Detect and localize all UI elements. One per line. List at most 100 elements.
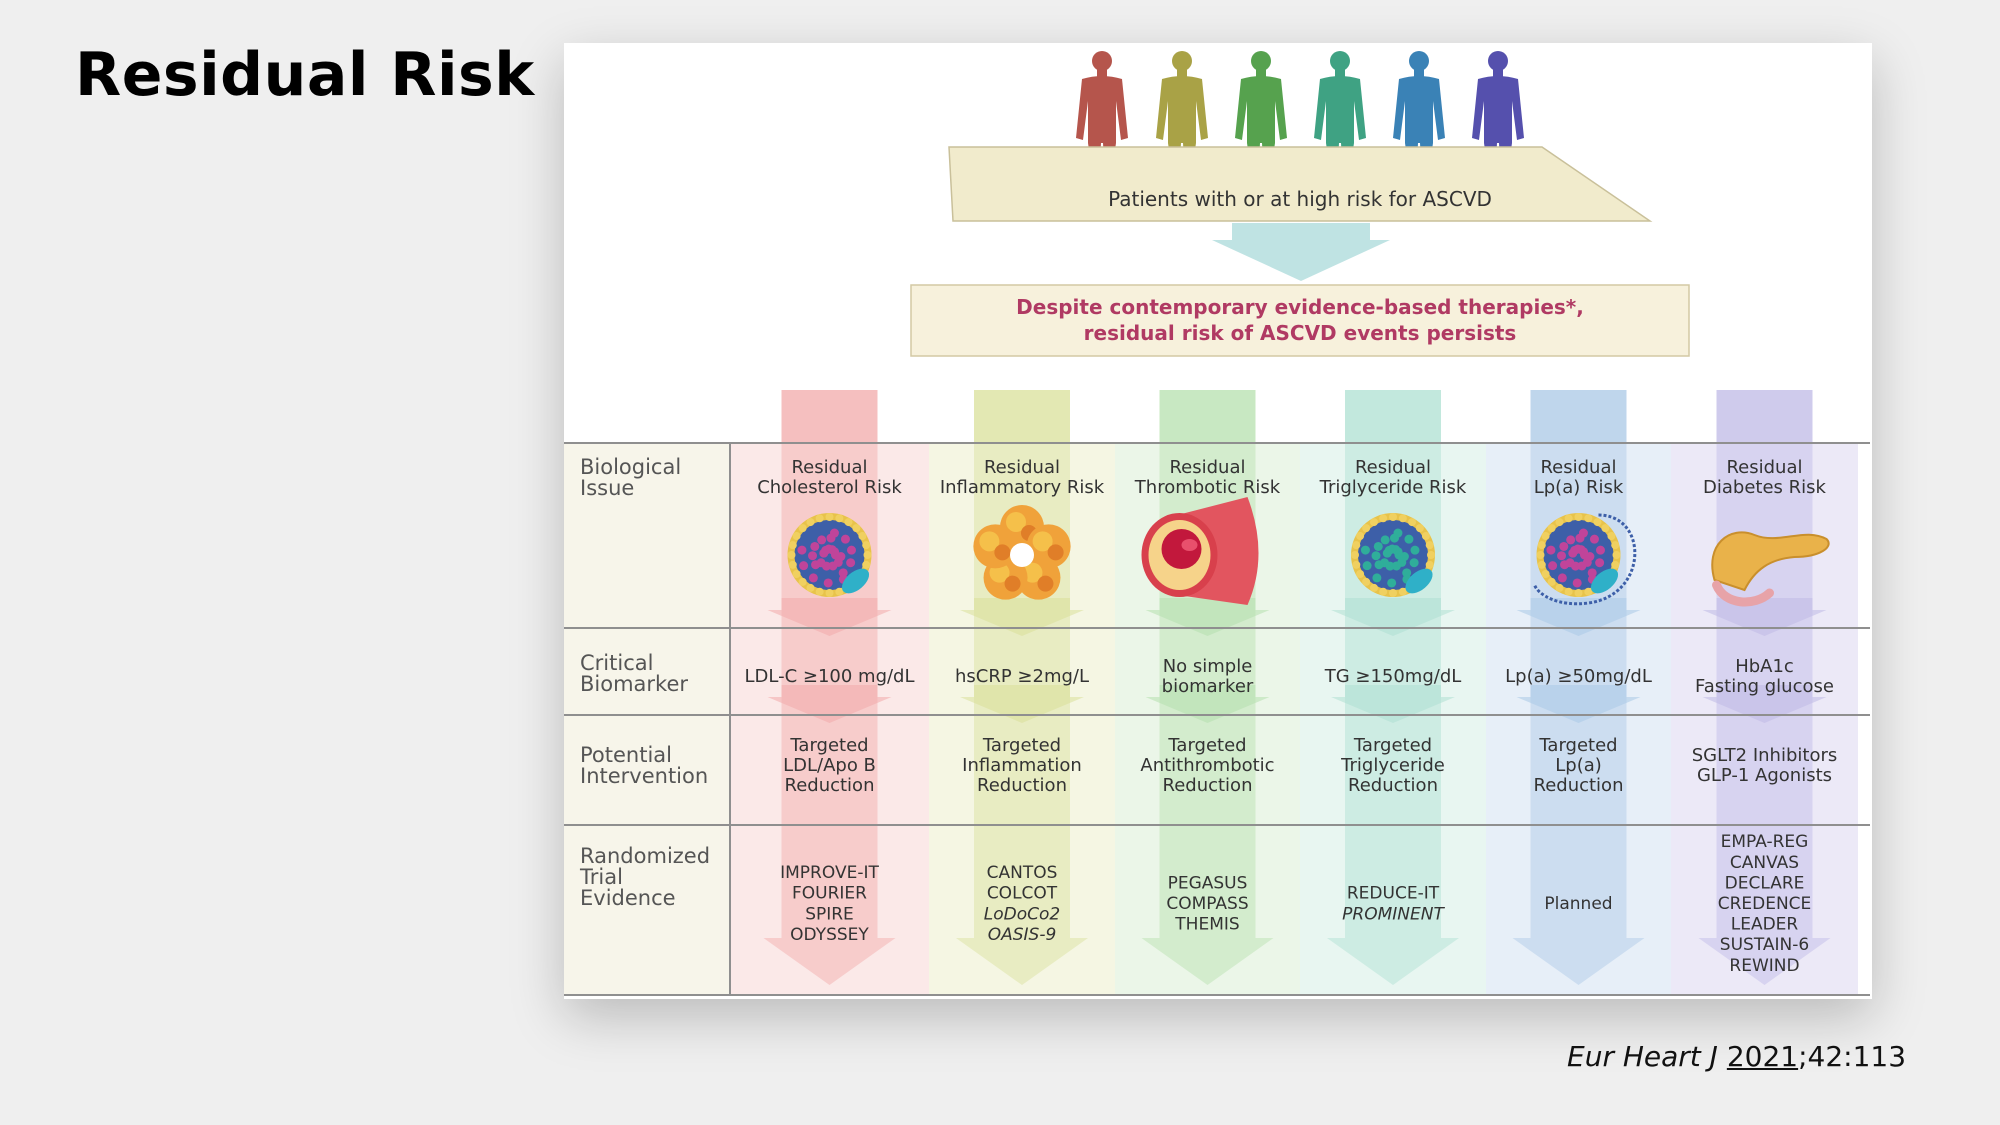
column-trials-line: REDUCE-IT xyxy=(1347,884,1440,904)
column-intervention-line: Reduction xyxy=(1534,775,1624,796)
column-trials-line: REWIND xyxy=(1729,956,1799,976)
column-trials-line: ODYSSEY xyxy=(790,925,869,945)
column-trials-line: PEGASUS xyxy=(1168,873,1248,893)
row-label-line: Biomarker xyxy=(580,672,688,696)
crp-protein-icon xyxy=(973,505,1071,600)
triglyceride-particle-icon xyxy=(1351,513,1435,597)
citation-volume: ;42:113 xyxy=(1798,1040,1907,1073)
residual-risk-figure: Patients with or at high risk for ASCVD D… xyxy=(564,43,1872,999)
column-issue-line: Lp(a) Risk xyxy=(1534,477,1624,498)
row-label-line: Issue xyxy=(580,476,634,500)
column-intervention-line: Reduction xyxy=(1163,775,1253,796)
column-intervention-line: SGLT2 Inhibitors xyxy=(1692,745,1838,766)
column-biomarker-line: No simple xyxy=(1163,656,1253,677)
column-intervention-line: Targeted xyxy=(1167,735,1246,756)
column-chevron xyxy=(1145,598,1270,636)
column-trials-line: Planned xyxy=(1544,894,1612,914)
row-label-line: Potential xyxy=(580,743,672,767)
column-chevron xyxy=(1331,685,1455,723)
column-issue-line: Residual xyxy=(984,457,1060,478)
person-figure-icon xyxy=(1314,51,1366,178)
column-biomarker: LDL-C ≥100 mg/dL xyxy=(744,666,914,687)
header-text: Patients with or at high risk for ASCVD xyxy=(1108,187,1492,211)
column-trials-line: CREDENCE xyxy=(1718,894,1812,914)
row-label-line: Randomized xyxy=(580,844,710,868)
column-trials-line: EMPA-REG xyxy=(1721,832,1809,852)
person-figure-icon xyxy=(1076,51,1128,178)
column-biomarker-line: LDL-C ≥100 mg/dL xyxy=(744,666,914,687)
column-issue-line: Inflammatory Risk xyxy=(940,477,1105,498)
column-trials-line: THEMIS xyxy=(1174,915,1239,935)
column-chevron xyxy=(1145,685,1270,723)
column-intervention-line: Targeted xyxy=(982,735,1061,756)
column-issue-line: Residual xyxy=(1726,457,1802,478)
column-chevron xyxy=(767,598,892,636)
column-trials-line: COLCOT xyxy=(987,884,1058,904)
banner-line-1: Despite contemporary evidence-based ther… xyxy=(1016,295,1584,319)
column-trials-line: IMPROVE-IT xyxy=(780,863,879,883)
column-trials-line: SPIRE xyxy=(805,904,854,924)
persistence-box xyxy=(910,284,1690,357)
lpa-particle-icon xyxy=(1533,513,1637,606)
lipoprotein-particle-icon xyxy=(787,513,872,597)
column-issue-line: Residual xyxy=(1355,457,1431,478)
column-chevron xyxy=(960,685,1084,723)
header-banner xyxy=(948,146,1653,222)
column-biomarker-line: biomarker xyxy=(1162,676,1254,697)
column-chevron xyxy=(960,598,1084,636)
pancreas-icon xyxy=(1711,531,1830,607)
column-trials-line: FOURIER xyxy=(792,884,867,904)
column-biomarker-line: HbA1c xyxy=(1735,656,1794,677)
slide-title: Residual Risk xyxy=(75,40,535,110)
row-label-line: Critical xyxy=(580,651,653,675)
column-trials-line: COMPASS xyxy=(1166,894,1248,914)
column-chevron xyxy=(1516,685,1641,723)
column-issue-line: Triglyceride Risk xyxy=(1319,477,1467,498)
column-intervention-line: Targeted xyxy=(1538,735,1617,756)
column-trials-line: DECLARE xyxy=(1725,873,1805,893)
citation-year-link[interactable]: 2021 xyxy=(1726,1040,1799,1073)
down-arrow xyxy=(1212,223,1390,281)
column-trials-line: PROMINENT xyxy=(1342,904,1445,924)
column-chevron xyxy=(1702,685,1827,723)
column-intervention-line: Reduction xyxy=(977,775,1067,796)
banner-line-2: residual risk of ASCVD events persists xyxy=(1084,321,1517,345)
column-trials-line: CANTOS xyxy=(987,863,1058,883)
column-biomarker: Lp(a) ≥50mg/dL xyxy=(1505,666,1652,687)
column-chevron xyxy=(1516,598,1641,636)
column-biomarker: hsCRP ≥2mg/L xyxy=(955,666,1089,687)
column-arrow-stub xyxy=(1530,390,1627,443)
column-issue-line: Thrombotic Risk xyxy=(1134,477,1281,498)
column-arrow-stub xyxy=(1159,390,1256,443)
column-biomarker-line: Fasting glucose xyxy=(1695,676,1834,697)
person-figure-icon xyxy=(1235,51,1287,178)
citation: Eur Heart J 2021;42:113 xyxy=(1567,1040,1906,1073)
column-intervention-line: Reduction xyxy=(785,775,875,796)
column-trials-line: CANVAS xyxy=(1730,853,1799,873)
column-trials: Planned xyxy=(1544,894,1612,914)
column-intervention-line: Lp(a) xyxy=(1555,755,1602,776)
row-label-line: Biological xyxy=(580,455,681,479)
column-trials-line: SUSTAIN-6 xyxy=(1720,935,1809,955)
column-trials-line: LoDoCo2 xyxy=(984,904,1060,924)
column-issue-line: Residual xyxy=(1169,457,1245,478)
column-trials: EMPA-REGCANVASDECLARECREDENCELEADERSUSTA… xyxy=(1718,832,1812,976)
column-arrow-stub xyxy=(1716,390,1813,443)
